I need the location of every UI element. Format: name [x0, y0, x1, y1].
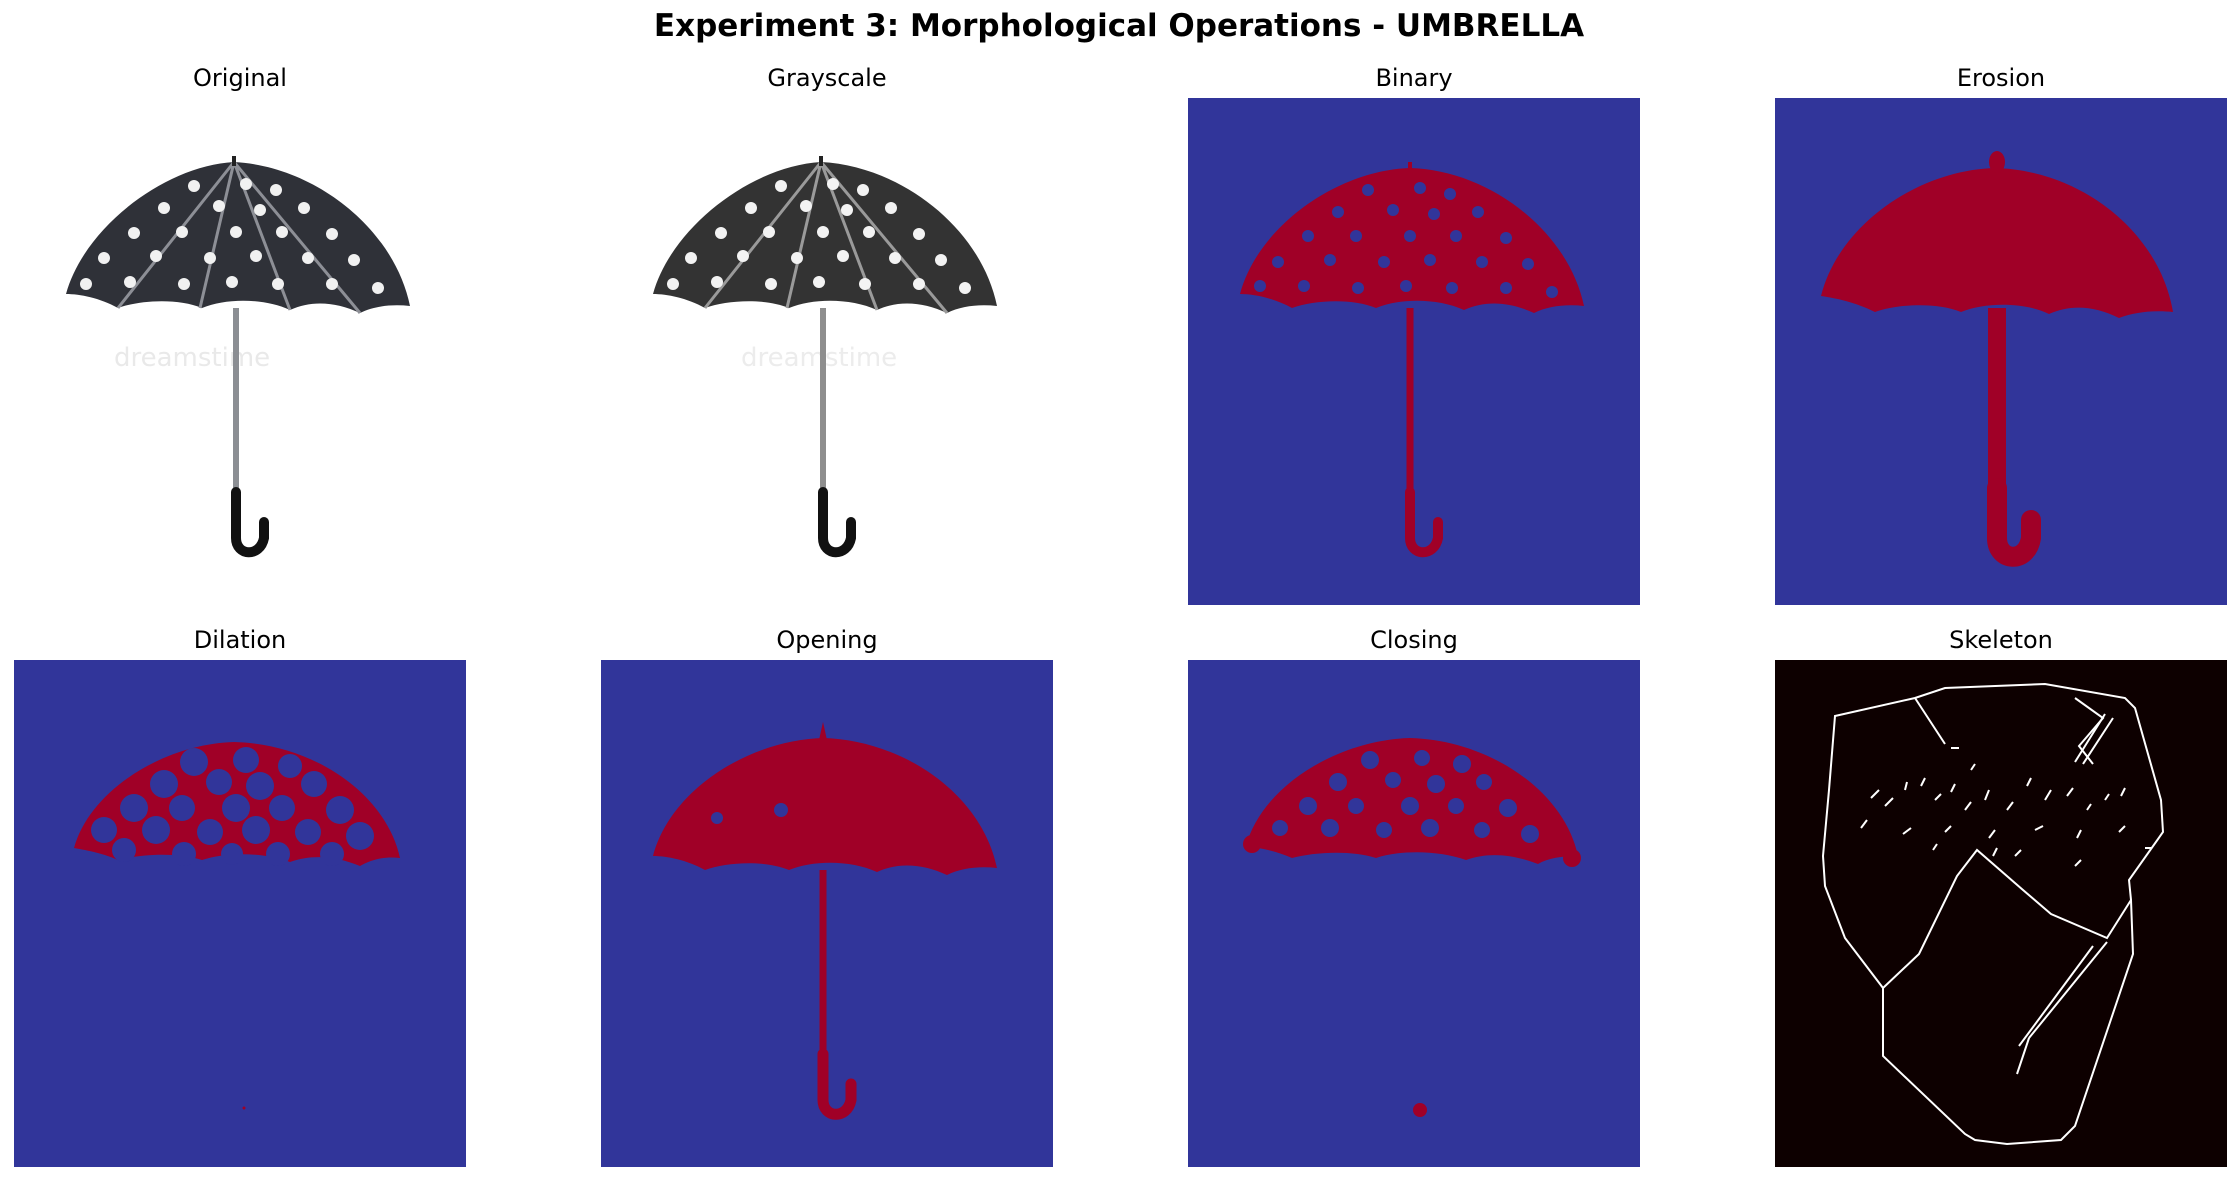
- panel-title-grayscale: Grayscale: [767, 64, 887, 92]
- original-image: dreamstime: [14, 98, 466, 605]
- panel-title-erosion: Erosion: [1956, 64, 2046, 92]
- panel-title-dilation: Dilation: [193, 626, 287, 654]
- dilation-image: [14, 660, 466, 1167]
- skeleton-image: [1775, 660, 2227, 1167]
- erosion-image: [1775, 98, 2227, 605]
- svg-text:dreamstime: dreamstime: [114, 343, 270, 373]
- panel-title-skeleton: Skeleton: [1949, 626, 2053, 654]
- panel-title-closing: Closing: [1370, 626, 1458, 654]
- panel-title-original: Original: [193, 64, 287, 92]
- binary-image: [1188, 98, 1640, 605]
- panel-title-binary: Binary: [1375, 64, 1453, 92]
- grayscale-image: dreamstime: [601, 98, 1053, 605]
- figure-title: Experiment 3: Morphological Operations -…: [653, 8, 1585, 44]
- closing-image: [1188, 660, 1640, 1167]
- svg-text:dreamstime: dreamstime: [741, 343, 897, 373]
- opening-image: [601, 660, 1053, 1167]
- panel-title-opening: Opening: [776, 626, 878, 654]
